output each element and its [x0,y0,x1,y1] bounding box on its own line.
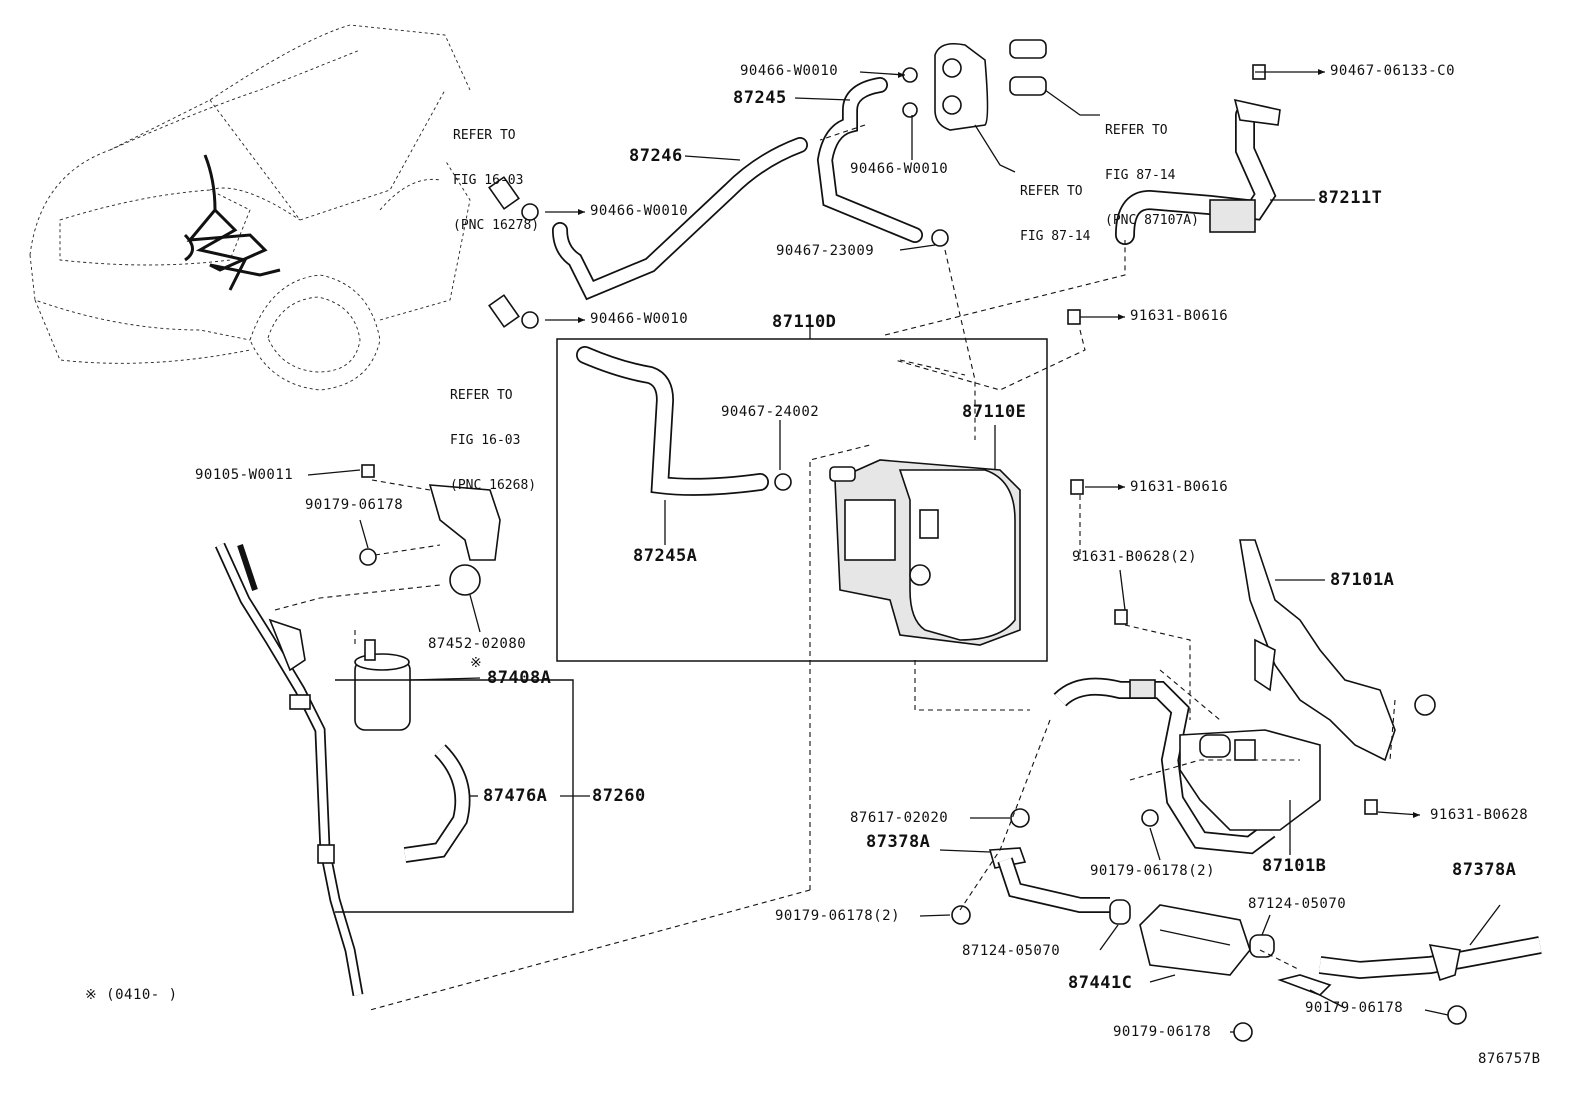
part-label[interactable]: 90467-24002 [721,404,820,420]
refer-line: (PNC 16268) [450,478,537,493]
part-label[interactable]: 87378A [866,832,931,852]
pump-87408A [354,639,411,731]
assembly-box-87110D [556,338,1048,662]
bracket-87452 [428,484,501,596]
nut-90179-d [1447,1005,1467,1025]
gasket-87617 [1010,808,1030,828]
part-label[interactable]: 90179-06178(2) [1090,863,1216,879]
part-label[interactable]: 90466-W0010 [740,63,839,79]
footnote: ※ (0410- ) [85,987,178,1003]
part-label[interactable]: 90466-W0010 [590,203,689,219]
note-mark: ※ [470,655,483,671]
refer-line: FIG 87-14 [1105,168,1176,183]
refer-line: FIG 16-03 [450,433,521,448]
part-label[interactable]: 87260 [592,786,646,806]
part-label[interactable]: 87441C [1068,973,1133,993]
part-label[interactable]: 90466-W0010 [590,311,689,327]
part-label[interactable]: 87408A [487,668,552,688]
nut-90179 [359,548,377,566]
part-label[interactable]: 87245A [633,546,698,566]
pipe-stubs [488,39,1047,328]
refer-line: (PNC 16278) [453,218,540,233]
clamp-87124-b [1249,934,1275,958]
part-label[interactable]: 87101A [1330,570,1395,590]
refer-line: REFER TO [1020,184,1083,199]
clamp-87124-a [1109,899,1131,925]
part-label[interactable]: 87110D [772,312,837,332]
assembly-87101B [1053,677,1321,855]
part-label[interactable]: 91631-B0628 [1430,807,1529,823]
clamps [521,67,949,491]
vehicle-outline [29,24,471,391]
part-label[interactable]: 87476A [483,786,548,806]
nut-90179-c [951,905,971,925]
part-label[interactable]: 90179-06178 [1305,1000,1404,1016]
refer-line: REFER TO [450,388,513,403]
refer-line: FIG 87-14 [1020,229,1091,244]
nut-90179-e [1233,1022,1253,1042]
part-label[interactable]: 90179-06178 [1113,1024,1212,1040]
nut-90179-b [1141,809,1159,827]
refer-note-87107A: REFER TO FIG 87-14 (PNC 87107A) [1105,93,1199,243]
part-label[interactable]: 87246 [629,146,683,166]
part-label[interactable]: 91631-B0616 [1130,479,1229,495]
hose-87476A [403,744,471,863]
heater-plate-part [934,42,989,131]
refer-line: REFER TO [1105,123,1168,138]
hose-87245A [576,346,769,496]
refer-note-16278: REFER TO FIG 16-03 (PNC 16278) [453,98,539,248]
part-label[interactable]: 87124-05070 [962,943,1061,959]
pipe-87378A-no2 [1277,936,1542,996]
leader-arrows [578,69,1420,818]
part-label[interactable]: 91631-B0616 [1130,308,1229,324]
fuel-line-87260 [214,542,364,996]
hose-87246 [552,137,808,301]
part-label[interactable]: 87378A [1452,860,1517,880]
part-label[interactable]: 90467-23009 [776,243,875,259]
heater-unit-87110E [829,459,1021,646]
part-label[interactable]: 87101B [1262,856,1327,876]
hose-87245 [816,77,923,243]
wiring-harness-sketch [183,154,281,291]
part-label[interactable]: 87617-02020 [850,810,949,826]
part-label[interactable]: 90467-06133-C0 [1330,63,1456,79]
part-label[interactable]: 90105-W0011 [195,467,294,483]
pipe-87378A-no1 [988,847,1110,913]
part-label[interactable]: 87211T [1318,188,1383,208]
part-label[interactable]: 87124-05070 [1248,896,1347,912]
pipe-87211T [1115,98,1281,245]
part-label[interactable]: 90179-06178 [305,497,404,513]
refer-note-87-14: REFER TO FIG 87-14 [1020,154,1090,259]
part-label[interactable]: 90466-W0010 [850,161,949,177]
refer-line: REFER TO [453,128,516,143]
part-label[interactable]: 91631-B0628(2) [1072,549,1198,565]
part-label[interactable]: 87110E [962,402,1027,422]
refer-note-16268: REFER TO FIG 16-03 (PNC 16268) [450,358,536,508]
refer-line: FIG 16-03 [453,173,524,188]
part-label[interactable]: 87452-02080 [428,636,527,652]
dashed-relation-lines [274,124,1396,1011]
diagram-id: 876757B [1478,1051,1541,1067]
part-label[interactable]: 90179-06178(2) [775,908,901,924]
bracket-87101A [1239,539,1436,762]
muffler-87441C [1139,904,1251,976]
refer-line: (PNC 87107A) [1105,213,1199,228]
part-label[interactable]: 87245 [733,88,787,108]
